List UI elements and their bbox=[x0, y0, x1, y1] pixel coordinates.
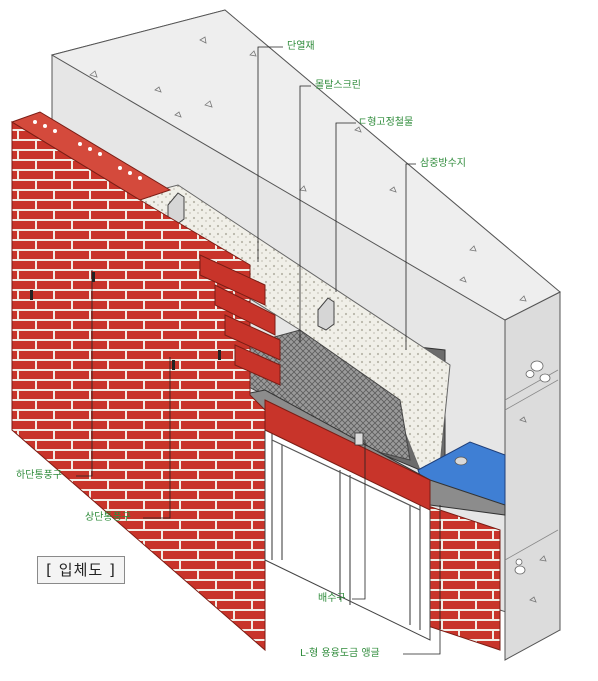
label-angle: L-형 용융도금 앵글 bbox=[300, 648, 380, 659]
vent-slots bbox=[30, 272, 221, 370]
label-weep-hole: 배수구 bbox=[318, 593, 346, 604]
weep-hole-marker bbox=[354, 432, 364, 446]
lintel-band bbox=[264, 399, 431, 511]
brick-pier-right bbox=[424, 504, 501, 651]
label-upper-vent: 상단통풍구 bbox=[85, 512, 131, 523]
concrete-pebbles bbox=[514, 360, 551, 575]
diagram-caption: [ 입체도 ] bbox=[37, 556, 125, 584]
label-lower-vent: 하단통풍구 bbox=[16, 470, 62, 481]
concrete-wall-top bbox=[50, 9, 561, 321]
crack-lines bbox=[504, 369, 559, 561]
c-channel-brackets bbox=[167, 192, 335, 331]
label-mortar-screen: 몰탈스크린 bbox=[315, 80, 361, 91]
brick-top-holes bbox=[33, 120, 142, 180]
label-waterproof-resin: 삼중방수지 bbox=[420, 158, 466, 169]
label-c-channel: ㄷ형고정철물 bbox=[358, 117, 414, 128]
concrete-wall-side bbox=[504, 291, 561, 661]
concrete-texture bbox=[89, 36, 547, 603]
leader-lines bbox=[76, 46, 441, 655]
brick-wall-top bbox=[10, 111, 172, 201]
brick-wall-front bbox=[11, 121, 266, 652]
flashing-stone bbox=[454, 456, 468, 466]
label-insulation: 단열재 bbox=[287, 41, 315, 52]
stepped-brick-courses bbox=[199, 254, 281, 386]
